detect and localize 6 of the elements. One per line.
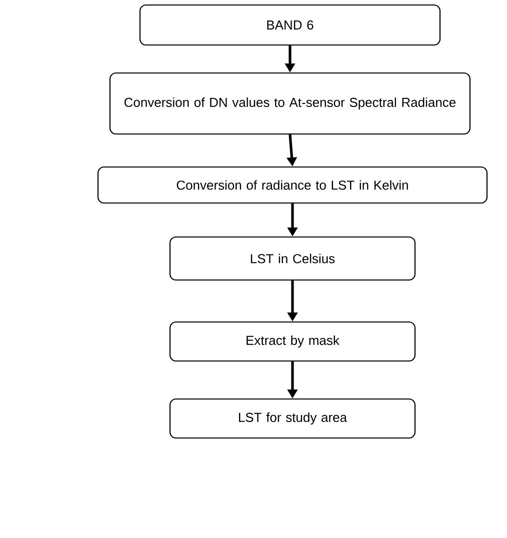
- process-box: LST in Celsius: [169, 236, 416, 281]
- process-box: Extract by mask: [169, 321, 416, 362]
- process-box: BAND 6: [139, 4, 441, 46]
- process-box: Conversion of DN values to At-sensor Spectral Radiance: [109, 72, 471, 135]
- process-box: LST for study area: [169, 398, 416, 439]
- process-box: Conversion of radiance to LST in Kelvin: [97, 166, 488, 204]
